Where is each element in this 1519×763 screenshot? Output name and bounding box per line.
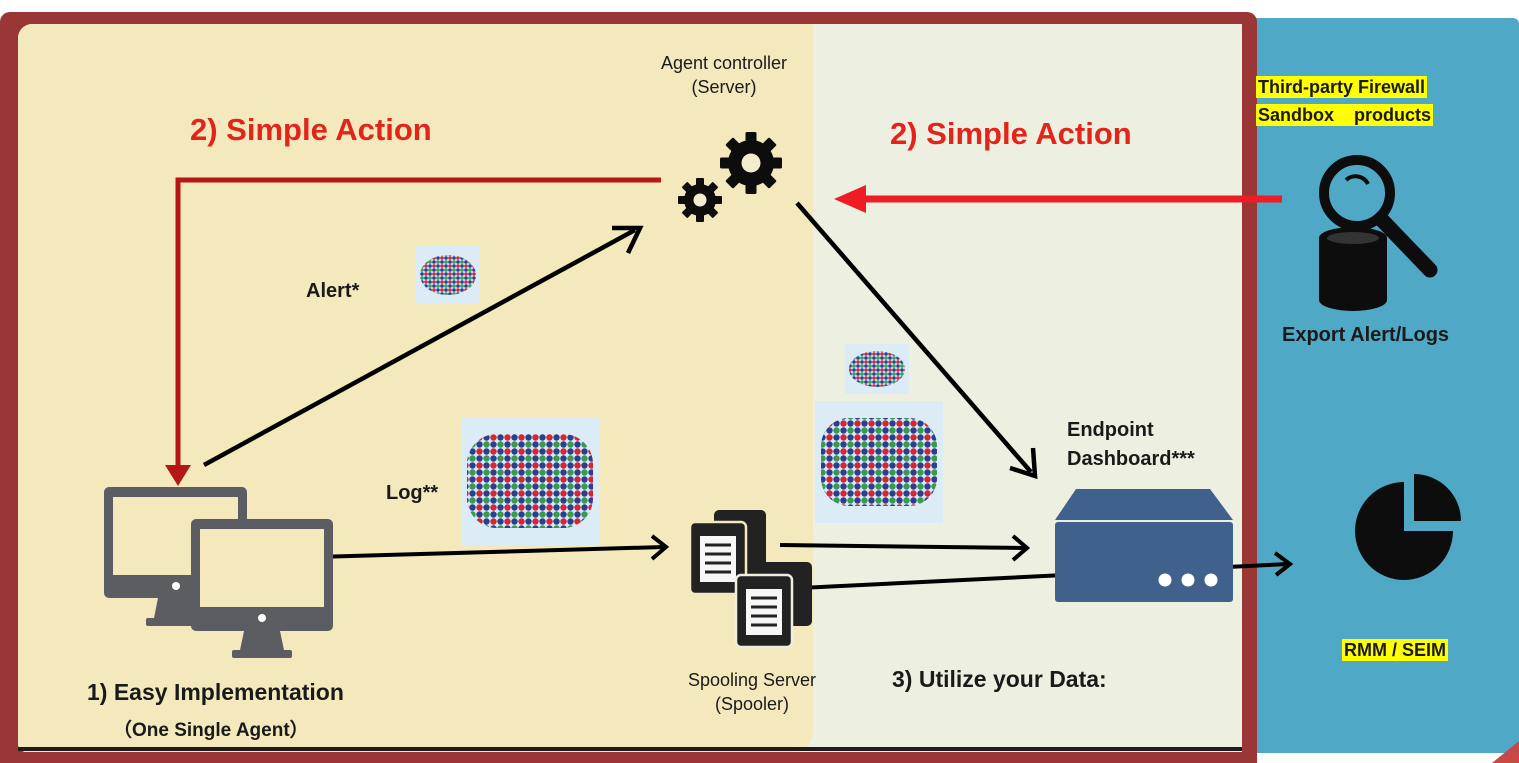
easy-implementation-label: 1) Easy Implementation <box>87 679 344 705</box>
rmm-seim-label: RMM / SEIM <box>1342 639 1448 661</box>
simple-action-label-left: 2) Simple Action <box>190 112 432 147</box>
gears-icon <box>678 132 782 222</box>
database-icon <box>1319 227 1387 311</box>
computer-monitors-icon <box>104 487 333 658</box>
export-alert-logs-label: Export Alert/Logs <box>1282 324 1450 346</box>
magnifier-icon <box>1319 155 1438 278</box>
spooling-server-label: Spooling Server (Spooler) <box>687 670 817 714</box>
alert-label: Alert* <box>306 280 360 302</box>
server-appliance-icon <box>1055 489 1233 602</box>
log-label: Log** <box>386 482 439 504</box>
diagram-canvas <box>18 24 1242 752</box>
third-party-label: Third-party Firewall Sandbox products <box>1256 76 1434 126</box>
endpoint-dashboard-label: Endpoint Dashboard*** <box>1067 419 1195 470</box>
dashboard-alert-data-image <box>845 344 909 394</box>
alert-data-image <box>416 246 480 303</box>
one-single-agent-label: （One Single Agent） <box>113 720 309 741</box>
dashboard-log-data-image <box>815 401 943 523</box>
utilize-data-label: 3) Utilize your Data: <box>892 666 1107 692</box>
agent-controller-label: Agent controller (Server) <box>660 53 788 97</box>
pie-chart-icon <box>1355 474 1461 580</box>
endpoint-zone <box>18 24 813 752</box>
document-stack-icon <box>688 510 812 649</box>
alert-arrow <box>202 225 644 467</box>
log-data-image <box>461 417 599 545</box>
simple-action-arrow-right <box>834 185 1282 213</box>
controller-to-dashboard-arrow <box>795 201 1038 480</box>
simple-action-arrow-left <box>165 177 661 486</box>
simple-action-label-right: 2) Simple Action <box>890 116 1132 151</box>
corner-accent <box>1492 741 1519 763</box>
spooler-to-dashboard-arrow <box>779 534 1031 562</box>
frame-shadow <box>18 747 1242 751</box>
third-party-panel <box>1250 18 1519 753</box>
